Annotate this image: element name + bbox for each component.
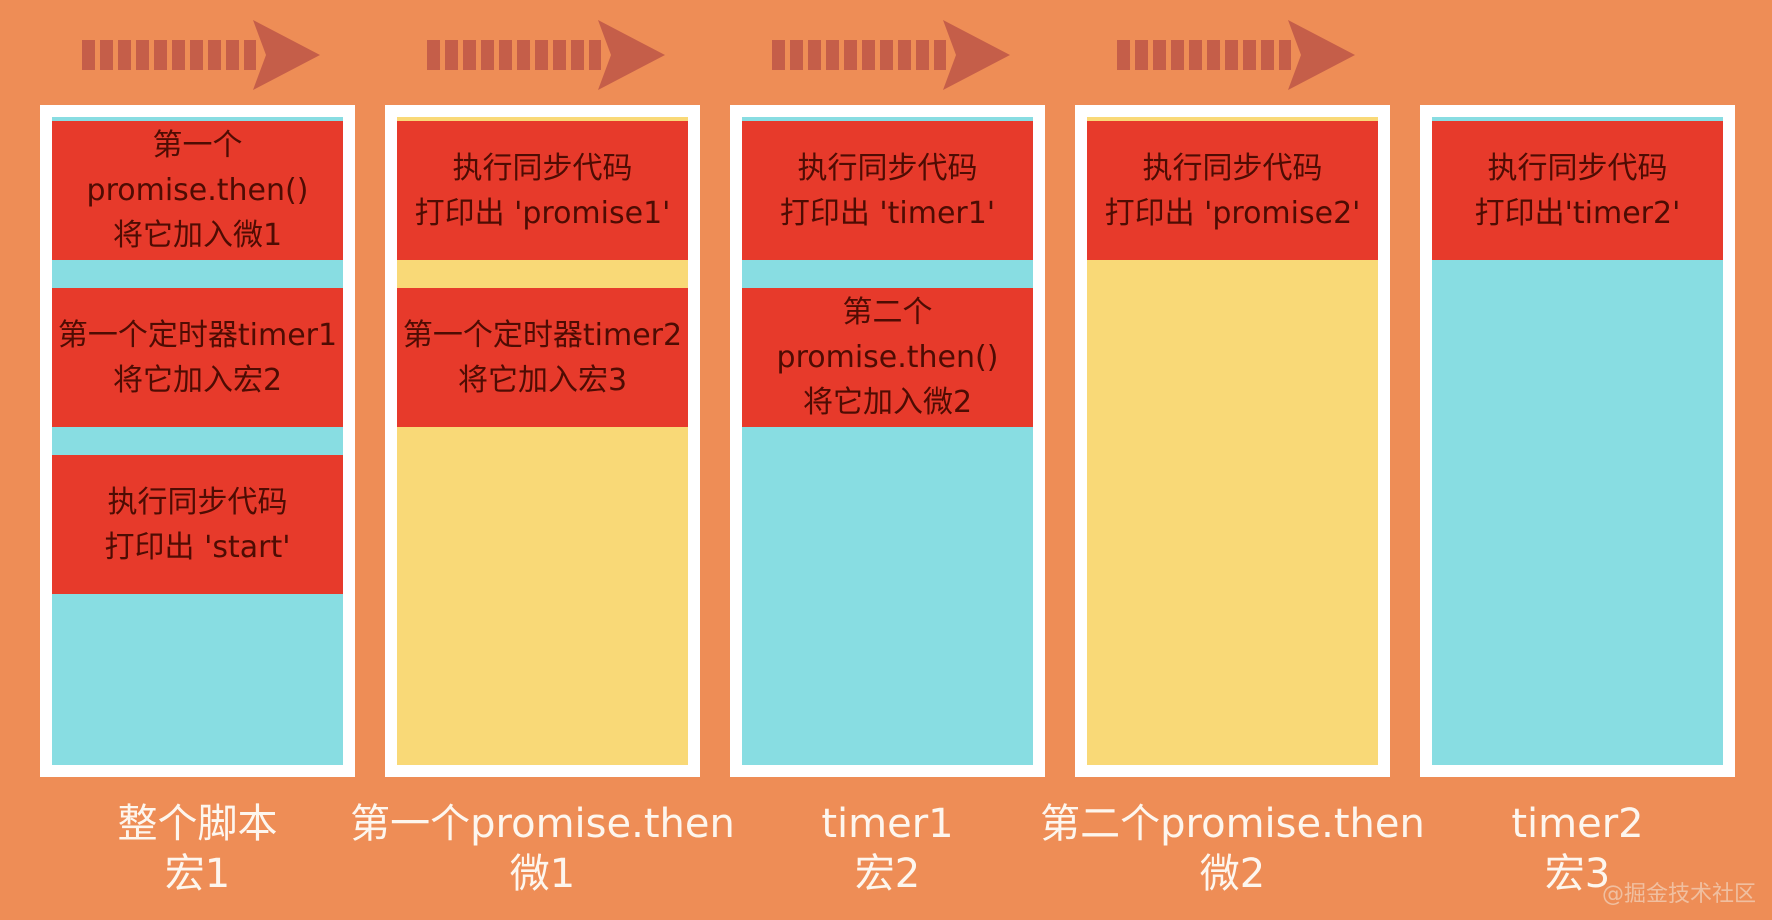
task-block: 第一个promise.then() 将它加入微1 [52, 121, 343, 260]
queue-label: 第二个promise.then 微2 [1040, 799, 1425, 899]
task-block: 第一个定时器timer2 将它加入宏3 [397, 288, 688, 427]
task-line: 打印出 'start' [104, 529, 291, 565]
task-block: 执行同步代码 打印出 'promise2' [1087, 121, 1378, 260]
task-line: 执行同步代码 [1142, 150, 1323, 186]
dashed-right-arrow-icon [1117, 20, 1355, 90]
task-block: 执行同步代码 打印出 'timer1' [742, 121, 1033, 260]
micro-task-queue: 执行同步代码 打印出 'promise2' [1087, 117, 1378, 765]
queue-column-micro2: 执行同步代码 打印出 'promise2' 第二个promise.then 微2 [1040, 105, 1425, 897]
task-line: 打印出 'timer1' [779, 195, 996, 231]
queue-column-macro3: 执行同步代码 打印出'timer2' timer2 宏3 [1420, 105, 1735, 897]
dashed-right-arrow-icon [772, 20, 1010, 90]
queue-label-subtitle: 宏2 [854, 851, 921, 897]
queue-column-micro1: 执行同步代码 打印出 'promise1' 第一个定时器timer2 将它加入宏… [350, 105, 735, 897]
task-line: 执行同步代码 [452, 150, 633, 186]
task-line: 第二个promise.then() [776, 295, 999, 375]
queue-label-title: 第二个promise.then [1040, 801, 1425, 847]
task-line: 将它加入微1 [112, 218, 283, 253]
task-block: 执行同步代码 打印出 'promise1' [397, 121, 688, 260]
queue-label-subtitle: 宏1 [164, 851, 231, 897]
queue-label-subtitle: 微1 [509, 851, 576, 897]
task-line: 第一个promise.then() [86, 128, 309, 208]
queue-frame: 执行同步代码 打印出'timer2' [1420, 105, 1735, 777]
queue-label: timer2 宏3 [1511, 799, 1643, 899]
task-line: 将它加入微2 [802, 385, 973, 420]
task-line: 第一个定时器timer1 [57, 317, 338, 353]
queue-label-title: timer1 [821, 801, 954, 847]
task-line: 将它加入宏2 [112, 362, 283, 398]
task-line: 执行同步代码 [107, 484, 288, 520]
queue-label-title: 第一个promise.then [350, 801, 735, 847]
dashed-right-arrow-icon [427, 20, 665, 90]
queue-column-macro2: 执行同步代码 打印出 'timer1' 第二个promise.then() 将它… [730, 105, 1045, 897]
task-line: 将它加入宏3 [457, 362, 628, 398]
queue-label-title: timer2 [1511, 801, 1644, 847]
queue-label: timer1 宏2 [821, 799, 953, 899]
queue-label-subtitle: 微2 [1199, 851, 1266, 897]
queue-label: 整个脚本 宏1 [118, 799, 278, 899]
micro-task-queue: 执行同步代码 打印出 'promise1' 第一个定时器timer2 将它加入宏… [397, 117, 688, 765]
task-block: 执行同步代码 打印出'timer2' [1432, 121, 1723, 260]
queue-label-subtitle: 宏3 [1544, 851, 1611, 897]
task-block: 执行同步代码 打印出 'start' [52, 455, 343, 594]
macro-task-queue: 执行同步代码 打印出'timer2' [1432, 117, 1723, 765]
queue-label-title: 整个脚本 [117, 801, 278, 847]
task-line: 第一个定时器timer2 [402, 317, 683, 353]
queue-frame: 执行同步代码 打印出 'timer1' 第二个promise.then() 将它… [730, 105, 1045, 777]
queue-frame: 执行同步代码 打印出 'promise1' 第一个定时器timer2 将它加入宏… [385, 105, 700, 777]
task-line: 执行同步代码 [797, 150, 978, 186]
macro-task-queue: 第一个promise.then() 将它加入微1 第一个定时器timer1 将它… [52, 117, 343, 765]
queue-frame: 执行同步代码 打印出 'promise2' [1075, 105, 1390, 777]
task-line: 打印出 'promise1' [414, 195, 671, 231]
queue-label: 第一个promise.then 微1 [350, 799, 735, 899]
queue-column-macro1: 第一个promise.then() 将它加入微1 第一个定时器timer1 将它… [40, 105, 355, 897]
task-line: 打印出 'promise2' [1104, 195, 1361, 231]
task-block: 第一个定时器timer1 将它加入宏2 [52, 288, 343, 427]
queue-frame: 第一个promise.then() 将它加入微1 第一个定时器timer1 将它… [40, 105, 355, 777]
dashed-right-arrow-icon [82, 20, 320, 90]
watermark: @掘金技术社区 [1601, 882, 1756, 907]
task-block: 第二个promise.then() 将它加入微2 [742, 288, 1033, 427]
macro-task-queue: 执行同步代码 打印出 'timer1' 第二个promise.then() 将它… [742, 117, 1033, 765]
task-line: 执行同步代码 [1487, 150, 1668, 186]
task-line: 打印出'timer2' [1474, 195, 1681, 231]
